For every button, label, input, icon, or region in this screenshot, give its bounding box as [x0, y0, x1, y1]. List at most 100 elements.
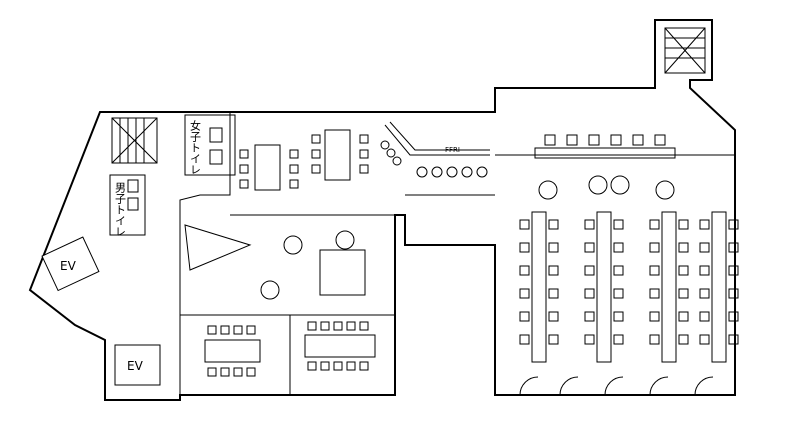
chair	[699, 265, 710, 276]
round-table	[283, 235, 303, 255]
chair	[728, 288, 739, 299]
counter-desk	[534, 147, 676, 159]
chair	[246, 325, 256, 335]
chair	[519, 288, 530, 299]
meeting-table	[324, 129, 351, 181]
meeting-table	[304, 334, 376, 358]
chair	[239, 179, 249, 189]
chair	[233, 367, 243, 377]
chair	[220, 325, 230, 335]
chair	[584, 219, 595, 230]
stool	[446, 166, 458, 178]
chair	[548, 288, 559, 299]
chair	[566, 134, 578, 146]
door-swing	[519, 376, 539, 396]
elevator-2-label: EV	[127, 359, 144, 373]
door-swing	[694, 376, 714, 396]
reception-sign: FFRI	[445, 146, 460, 154]
round-table	[610, 175, 630, 195]
stool	[386, 148, 396, 158]
chair	[519, 265, 530, 276]
chair	[728, 311, 739, 322]
elevator-2: EV	[114, 344, 161, 386]
chair	[320, 321, 330, 331]
chair	[699, 242, 710, 253]
chair	[307, 321, 317, 331]
chair	[613, 219, 624, 230]
chair	[678, 311, 689, 322]
chair	[613, 265, 624, 276]
mens-restroom: 男子トイレ	[109, 174, 146, 237]
chair	[728, 334, 739, 345]
chair	[519, 334, 530, 345]
chair	[207, 325, 217, 335]
chair	[544, 134, 556, 146]
elevator-1-label: EV	[60, 259, 77, 273]
desk-island	[531, 211, 547, 363]
desk-island	[661, 211, 677, 363]
chair	[613, 334, 624, 345]
meeting-table	[204, 339, 261, 363]
chair	[359, 361, 369, 371]
chair	[728, 242, 739, 253]
chair	[678, 242, 689, 253]
chair	[548, 334, 559, 345]
stool	[392, 156, 402, 166]
chair	[289, 164, 299, 174]
chair	[548, 219, 559, 230]
chair	[333, 361, 343, 371]
desk-island	[711, 211, 727, 363]
lounge-triangle	[184, 224, 252, 271]
chair	[613, 288, 624, 299]
chair	[333, 321, 343, 331]
chair	[359, 164, 369, 174]
desk-island	[596, 211, 612, 363]
chair	[678, 334, 689, 345]
chair	[632, 134, 644, 146]
door-swing	[649, 376, 669, 396]
meeting-table	[254, 144, 281, 191]
chair	[239, 164, 249, 174]
stool	[476, 166, 488, 178]
chair	[584, 265, 595, 276]
chair	[346, 321, 356, 331]
chair	[548, 242, 559, 253]
round-table	[588, 175, 608, 195]
chair	[678, 265, 689, 276]
chair	[320, 361, 330, 371]
chair	[649, 334, 660, 345]
chair	[246, 367, 256, 377]
chair	[699, 288, 710, 299]
stool	[416, 166, 428, 178]
chair	[548, 265, 559, 276]
chair	[728, 265, 739, 276]
reception-counter: FFRI	[384, 121, 490, 156]
chair	[728, 219, 739, 230]
stool	[461, 166, 473, 178]
womens-restroom-label: 女子トイレ	[189, 119, 202, 175]
chair	[359, 321, 369, 331]
elevator-1: EV	[41, 236, 100, 292]
chair	[584, 311, 595, 322]
door-swing	[604, 376, 624, 396]
chair	[359, 149, 369, 159]
chair	[649, 242, 660, 253]
stool	[380, 140, 390, 150]
chair	[289, 179, 299, 189]
chair	[649, 219, 660, 230]
stairwell-left	[111, 117, 158, 164]
round-table	[260, 280, 280, 300]
chair	[584, 288, 595, 299]
chair	[311, 149, 321, 159]
door-swing	[559, 376, 579, 396]
chair	[239, 149, 249, 159]
chair	[548, 311, 559, 322]
chair	[311, 134, 321, 144]
chair	[233, 325, 243, 335]
chair	[654, 134, 666, 146]
chair	[519, 242, 530, 253]
chair	[220, 367, 230, 377]
stool	[431, 166, 443, 178]
stairwell-top-right	[664, 27, 706, 74]
